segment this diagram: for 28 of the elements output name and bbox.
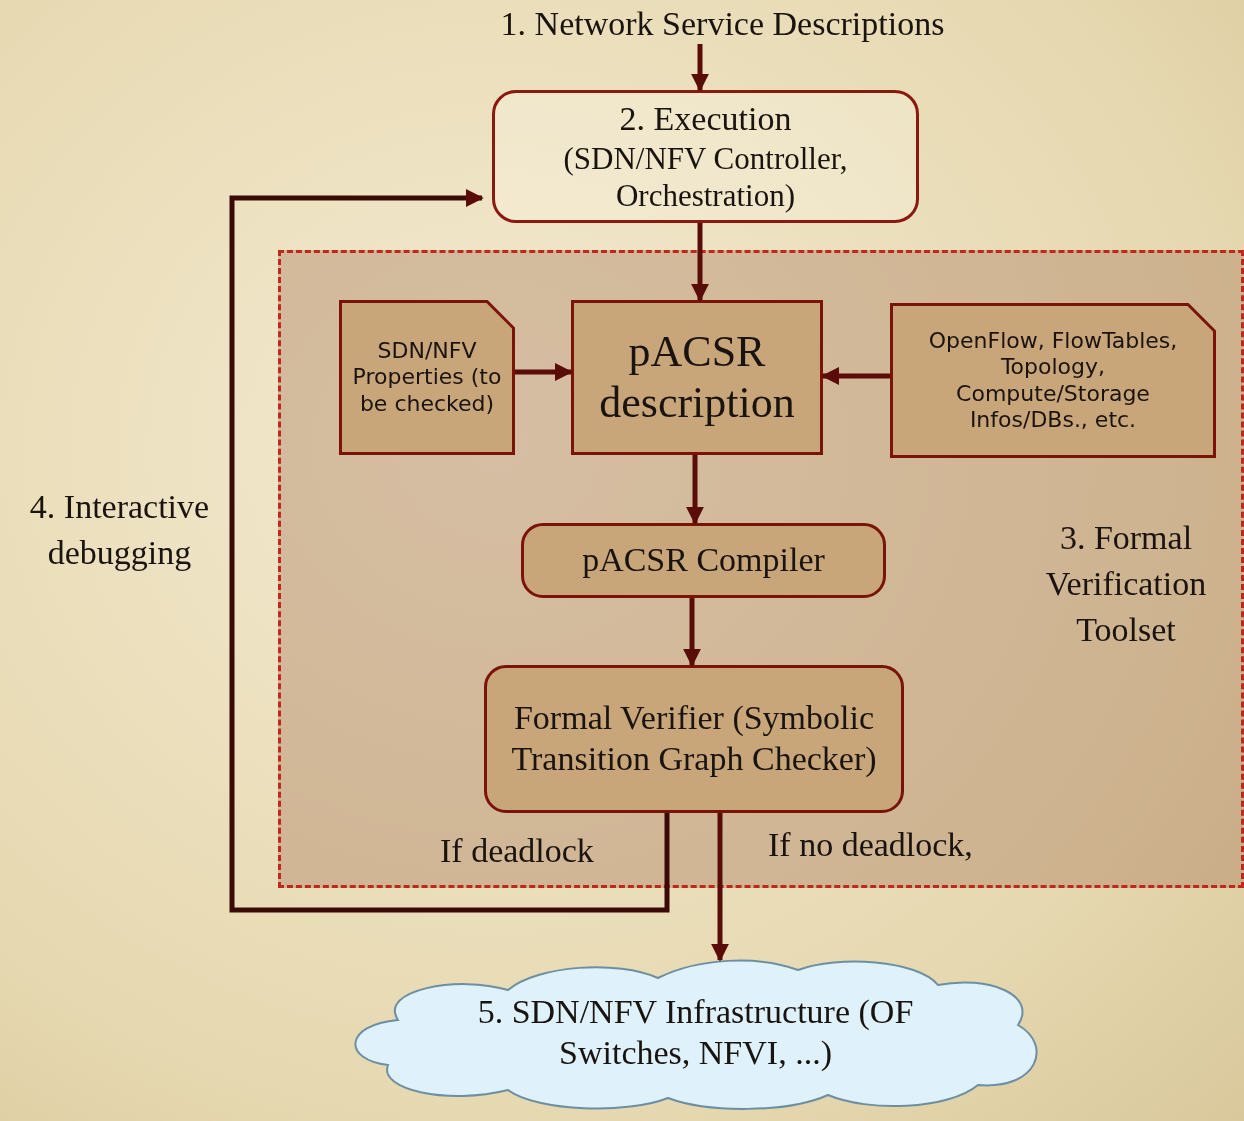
loop-label: 4. Interactive debugging xyxy=(28,487,211,573)
box-text: pACSR Compiler xyxy=(582,540,825,581)
arrow xyxy=(711,813,729,962)
arrow xyxy=(683,598,701,667)
process-box xyxy=(521,523,886,598)
process-box xyxy=(571,300,823,455)
process-box xyxy=(484,665,904,813)
edge-label: If deadlock xyxy=(440,832,594,870)
box-heading: 2. Execution xyxy=(619,98,792,139)
arrow xyxy=(691,44,709,92)
box-text: SDN/NFV Properties (to be checked) xyxy=(351,337,503,418)
document-box xyxy=(339,300,515,455)
arrow xyxy=(821,367,890,385)
region-title: 3. Formal Verification Toolset xyxy=(1044,518,1208,650)
box-text: pACSR description xyxy=(598,326,796,429)
arrow xyxy=(229,189,670,913)
edge-label: If no deadlock, xyxy=(768,826,973,864)
arrow xyxy=(515,363,573,381)
box-body: (SDN/NFV Controller, Orchestration) xyxy=(562,139,849,215)
cloud-text: 5. SDN/NFV Infrastructure (OF Switches, NFVI, ...) xyxy=(476,991,915,1073)
input-text: 1. Network Service Descriptions xyxy=(500,3,945,44)
toolset-region xyxy=(278,250,1244,888)
arrow xyxy=(686,455,704,525)
execution-box xyxy=(492,90,919,223)
box-text: OpenFlow, FlowTables, Topology, Compute/Storage Infos/DBs., etc. xyxy=(927,327,1179,434)
box-text: Formal Verifier (Symbolic Transition Graph Checker) xyxy=(510,698,878,779)
document-box xyxy=(890,303,1216,458)
arrow xyxy=(691,223,709,302)
